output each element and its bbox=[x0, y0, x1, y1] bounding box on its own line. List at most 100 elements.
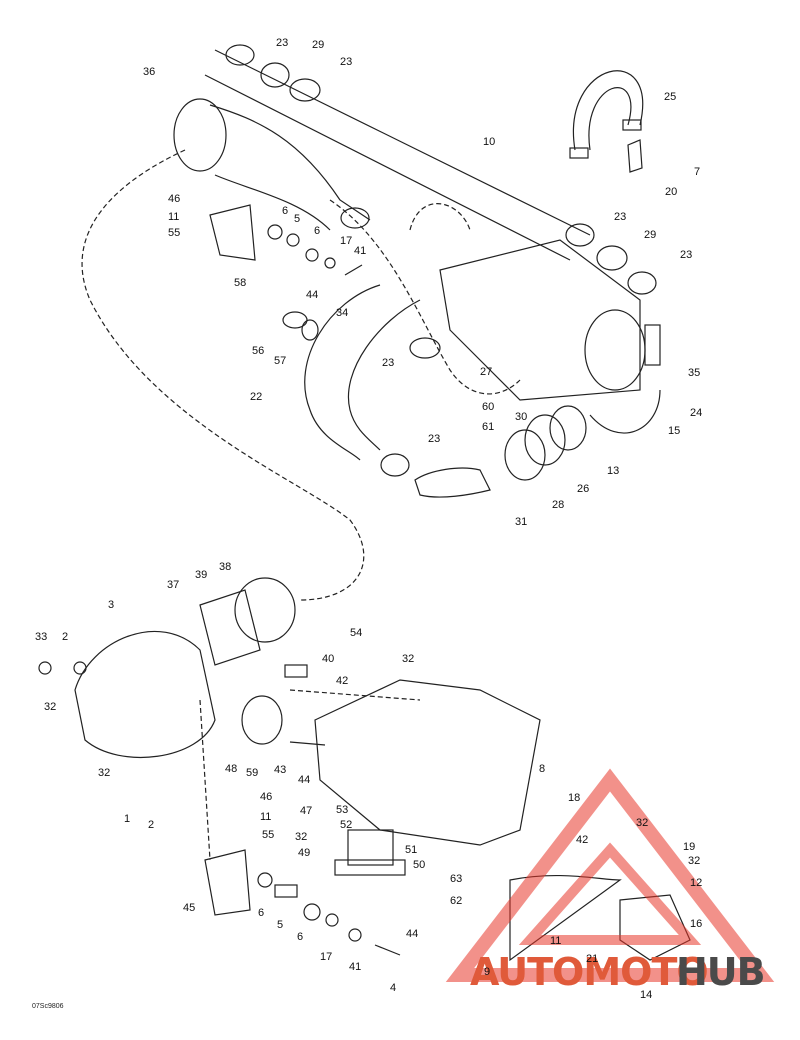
callout-label: 23 bbox=[428, 433, 440, 445]
callout-label: 41 bbox=[354, 245, 366, 257]
bracket-14-16 bbox=[619, 894, 691, 961]
bracket-58 bbox=[209, 204, 256, 261]
bolt-33 bbox=[38, 661, 52, 675]
callout-label: 29 bbox=[644, 229, 656, 241]
mount-52 bbox=[347, 829, 394, 866]
callout-label: 19 bbox=[683, 841, 695, 853]
bracket-45 bbox=[204, 849, 251, 916]
callout-label: 2 bbox=[148, 819, 154, 831]
watermark-text-hub: HUB bbox=[676, 950, 765, 994]
clip-57 bbox=[301, 319, 319, 341]
dashed-routing-line-5 bbox=[409, 203, 471, 231]
callout-label: 38 bbox=[219, 561, 231, 573]
callout-label: 9 bbox=[484, 966, 490, 978]
callout-label: 15 bbox=[668, 425, 680, 437]
callout-label: 40 bbox=[322, 653, 334, 665]
callout-label: 55 bbox=[262, 829, 274, 841]
callout-label: 32 bbox=[295, 831, 307, 843]
callout-label: 44 bbox=[298, 774, 310, 786]
callout-label: 22 bbox=[250, 391, 262, 403]
dashed-routing-line-2 bbox=[329, 199, 521, 395]
callout-label: 61 bbox=[482, 421, 494, 433]
nut-41-lower bbox=[348, 928, 362, 942]
callout-label: 16 bbox=[690, 918, 702, 930]
clamp-23-top bbox=[225, 44, 255, 66]
callout-label: 56 bbox=[252, 345, 264, 357]
callout-label: 57 bbox=[274, 355, 286, 367]
callout-label: 24 bbox=[690, 407, 702, 419]
sleeve-29-right bbox=[596, 245, 628, 271]
watermark-text-automoto: AUTOMOTO bbox=[470, 950, 708, 994]
dashed-routing-line-4 bbox=[289, 689, 421, 701]
callout-label: 12 bbox=[690, 877, 702, 889]
callout-label: 46 bbox=[260, 791, 272, 803]
callout-label: 54 bbox=[350, 627, 362, 639]
callout-label: 8 bbox=[539, 763, 545, 775]
exhaust-pipe bbox=[204, 49, 591, 261]
part-outlines bbox=[38, 44, 691, 962]
callout-label: 39 bbox=[195, 569, 207, 581]
callout-label: 6 bbox=[258, 907, 264, 919]
callout-label: 7 bbox=[694, 166, 700, 178]
callout-label: 32 bbox=[98, 767, 110, 779]
callout-label: 20 bbox=[665, 186, 677, 198]
strap bbox=[572, 70, 644, 151]
bracket-20 bbox=[627, 139, 643, 173]
callout-label: 23 bbox=[382, 357, 394, 369]
spacer-5-lower bbox=[274, 884, 298, 898]
dashed-routing-line bbox=[81, 149, 365, 601]
callout-label: 37 bbox=[167, 579, 179, 591]
gasket-48 bbox=[241, 695, 283, 745]
callout-label: 11 bbox=[550, 935, 561, 947]
washer-6 bbox=[286, 233, 300, 247]
callout-label: 48 bbox=[225, 763, 237, 775]
callout-label: 59 bbox=[246, 767, 258, 779]
callout-label: 42 bbox=[336, 675, 348, 687]
callout-label: 29 bbox=[312, 39, 324, 51]
sleeve-29-top bbox=[260, 62, 290, 88]
washer-2 bbox=[73, 661, 87, 675]
callout-label: 45 bbox=[183, 902, 195, 914]
callout-label: 13 bbox=[607, 465, 619, 477]
callout-label: 30 bbox=[515, 411, 527, 423]
callout-label: 32 bbox=[402, 653, 414, 665]
callout-label: 47 bbox=[300, 805, 312, 817]
watermark-triangle-outer bbox=[445, 768, 775, 982]
seal-28 bbox=[504, 429, 546, 481]
callout-label: 11 bbox=[260, 811, 271, 823]
callout-label: 58 bbox=[234, 277, 246, 289]
washer-17 bbox=[305, 248, 319, 262]
spacer-5 bbox=[267, 224, 283, 240]
callout-label: 17 bbox=[320, 951, 332, 963]
callout-label: 23 bbox=[614, 211, 626, 223]
callout-label: 5 bbox=[277, 919, 283, 931]
callout-label: 62 bbox=[450, 895, 462, 907]
callout-label: 52 bbox=[340, 819, 352, 831]
callout-label: 34 bbox=[336, 307, 348, 319]
callout-label: 53 bbox=[336, 804, 348, 816]
callout-label: 35 bbox=[688, 367, 700, 379]
callout-label: 6 bbox=[297, 931, 303, 943]
callout-label: 50 bbox=[413, 859, 425, 871]
callout-label: 6 bbox=[282, 205, 288, 217]
gasket-38 bbox=[234, 577, 296, 643]
callout-label: 26 bbox=[577, 483, 589, 495]
elbow-31 bbox=[414, 467, 491, 498]
spacer-6-lower bbox=[257, 872, 273, 888]
clamp-23-mid bbox=[409, 337, 441, 359]
clamp-23-right-2 bbox=[627, 271, 657, 295]
callout-label: 23 bbox=[680, 249, 692, 261]
callout-label: 60 bbox=[482, 401, 494, 413]
callout-label: 44 bbox=[306, 289, 318, 301]
callout-label: 21 bbox=[586, 953, 598, 965]
clamp-23-top-2 bbox=[289, 78, 321, 102]
hose bbox=[304, 284, 421, 461]
engine bbox=[314, 679, 541, 846]
callout-label: 32 bbox=[688, 855, 700, 867]
muffler-end bbox=[584, 309, 646, 391]
callout-label: 17 bbox=[340, 235, 352, 247]
callout-label: 43 bbox=[274, 764, 286, 776]
callout-label: 32 bbox=[636, 817, 648, 829]
